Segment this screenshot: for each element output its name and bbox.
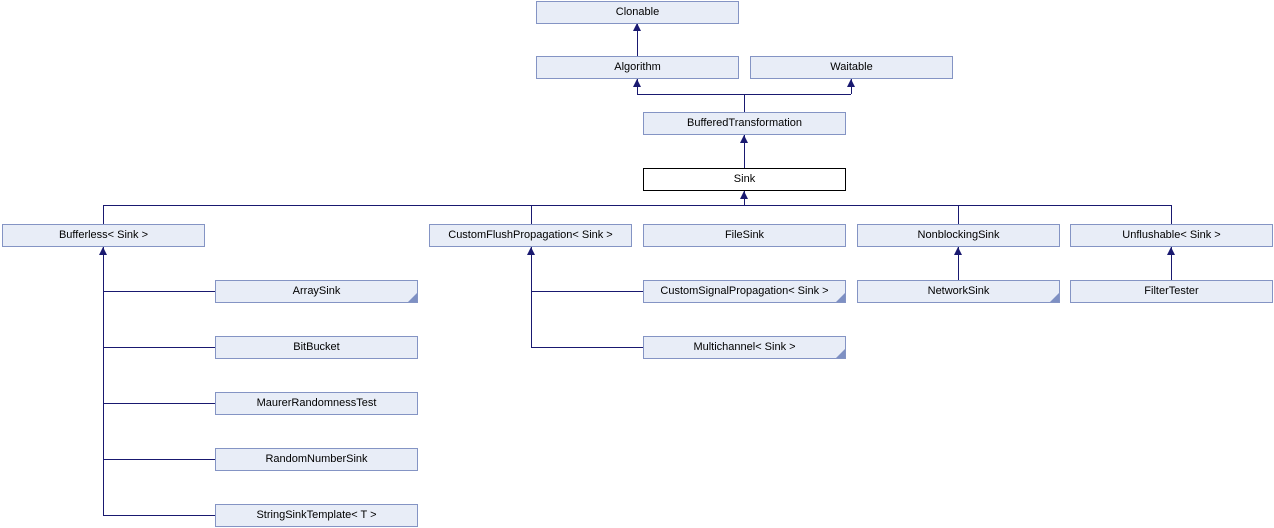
class-node-array-sink[interactable]: ArraySink bbox=[215, 280, 418, 303]
inheritance-edge bbox=[103, 403, 215, 404]
inheritance-edge bbox=[103, 347, 215, 348]
class-node-label: NetworkSink bbox=[927, 285, 990, 297]
inheritance-edge bbox=[637, 94, 851, 95]
arrow-up-icon bbox=[633, 23, 641, 31]
class-node-waitable[interactable]: Waitable bbox=[750, 56, 953, 79]
class-node-multichannel[interactable]: Multichannel< Sink > bbox=[643, 336, 846, 359]
inheritance-edge bbox=[531, 291, 643, 292]
inheritance-edge bbox=[103, 515, 215, 516]
class-node-clonable[interactable]: Clonable bbox=[536, 1, 739, 24]
folded-corner-icon bbox=[836, 293, 845, 302]
class-node-label: CustomSignalPropagation< Sink > bbox=[660, 285, 829, 297]
class-node-sink-current: Sink bbox=[643, 168, 846, 191]
arrow-up-icon bbox=[1167, 247, 1175, 255]
inheritance-edge bbox=[103, 205, 1171, 206]
inheritance-edge bbox=[531, 347, 643, 348]
inheritance-edge bbox=[744, 135, 745, 168]
arrow-up-icon bbox=[633, 79, 641, 87]
arrow-up-icon bbox=[99, 247, 107, 255]
inheritance-edge bbox=[744, 94, 745, 112]
inheritance-edge bbox=[531, 247, 532, 348]
class-node-label: RandomNumberSink bbox=[265, 453, 368, 465]
inheritance-edge bbox=[103, 459, 215, 460]
inheritance-edge bbox=[531, 205, 532, 224]
folded-corner-icon bbox=[408, 293, 417, 302]
class-node-bufferless[interactable]: Bufferless< Sink > bbox=[2, 224, 205, 247]
inheritance-edge bbox=[637, 24, 638, 56]
class-node-unflushable[interactable]: Unflushable< Sink > bbox=[1070, 224, 1273, 247]
class-node-label: Algorithm bbox=[614, 61, 661, 73]
class-node-maurer-randomness-test[interactable]: MaurerRandomnessTest bbox=[215, 392, 418, 415]
arrow-up-icon bbox=[527, 247, 535, 255]
folded-corner-icon bbox=[1050, 293, 1059, 302]
class-node-label: MaurerRandomnessTest bbox=[256, 397, 377, 409]
inheritance-edge bbox=[958, 247, 959, 280]
class-node-label: FileSink bbox=[724, 229, 765, 241]
class-node-label: StringSinkTemplate< T > bbox=[256, 509, 377, 521]
arrow-up-icon bbox=[847, 79, 855, 87]
class-node-filter-tester[interactable]: FilterTester bbox=[1070, 280, 1273, 303]
class-node-label: Unflushable< Sink > bbox=[1122, 229, 1221, 241]
arrow-up-icon bbox=[740, 191, 748, 199]
class-node-label: Bufferless< Sink > bbox=[58, 229, 149, 241]
class-node-nonblocking-sink[interactable]: NonblockingSink bbox=[857, 224, 1060, 247]
inheritance-edge bbox=[1171, 205, 1172, 224]
class-node-label: ArraySink bbox=[292, 285, 341, 297]
class-node-label: BitBucket bbox=[293, 341, 340, 353]
class-node-label: FilterTester bbox=[1144, 285, 1199, 297]
class-node-label: CustomFlushPropagation< Sink > bbox=[448, 229, 613, 241]
arrow-up-icon bbox=[954, 247, 962, 255]
class-node-custom-flush-propagation[interactable]: CustomFlushPropagation< Sink > bbox=[429, 224, 632, 247]
class-node-label: Clonable bbox=[615, 6, 660, 18]
inheritance-edge bbox=[958, 205, 959, 224]
class-node-label: Sink bbox=[733, 173, 756, 185]
inheritance-edge bbox=[103, 205, 104, 224]
class-node-custom-signal-propagation[interactable]: CustomSignalPropagation< Sink > bbox=[643, 280, 846, 303]
class-node-label: BufferedTransformation bbox=[687, 117, 802, 129]
folded-corner-icon bbox=[836, 349, 845, 358]
inheritance-edge bbox=[1171, 247, 1172, 280]
arrow-up-icon bbox=[740, 135, 748, 143]
class-node-file-sink[interactable]: FileSink bbox=[643, 224, 846, 247]
class-node-string-sink-template[interactable]: StringSinkTemplate< T > bbox=[215, 504, 418, 527]
class-node-algorithm[interactable]: Algorithm bbox=[536, 56, 739, 79]
class-node-label: Multichannel< Sink > bbox=[693, 341, 796, 353]
class-node-label: Waitable bbox=[830, 61, 873, 73]
inheritance-edge bbox=[103, 291, 215, 292]
class-node-buffered-transformation[interactable]: BufferedTransformation bbox=[643, 112, 846, 135]
inheritance-edge bbox=[103, 247, 104, 516]
class-node-bit-bucket[interactable]: BitBucket bbox=[215, 336, 418, 359]
class-node-network-sink[interactable]: NetworkSink bbox=[857, 280, 1060, 303]
class-node-random-number-sink[interactable]: RandomNumberSink bbox=[215, 448, 418, 471]
class-node-label: NonblockingSink bbox=[917, 229, 1000, 241]
